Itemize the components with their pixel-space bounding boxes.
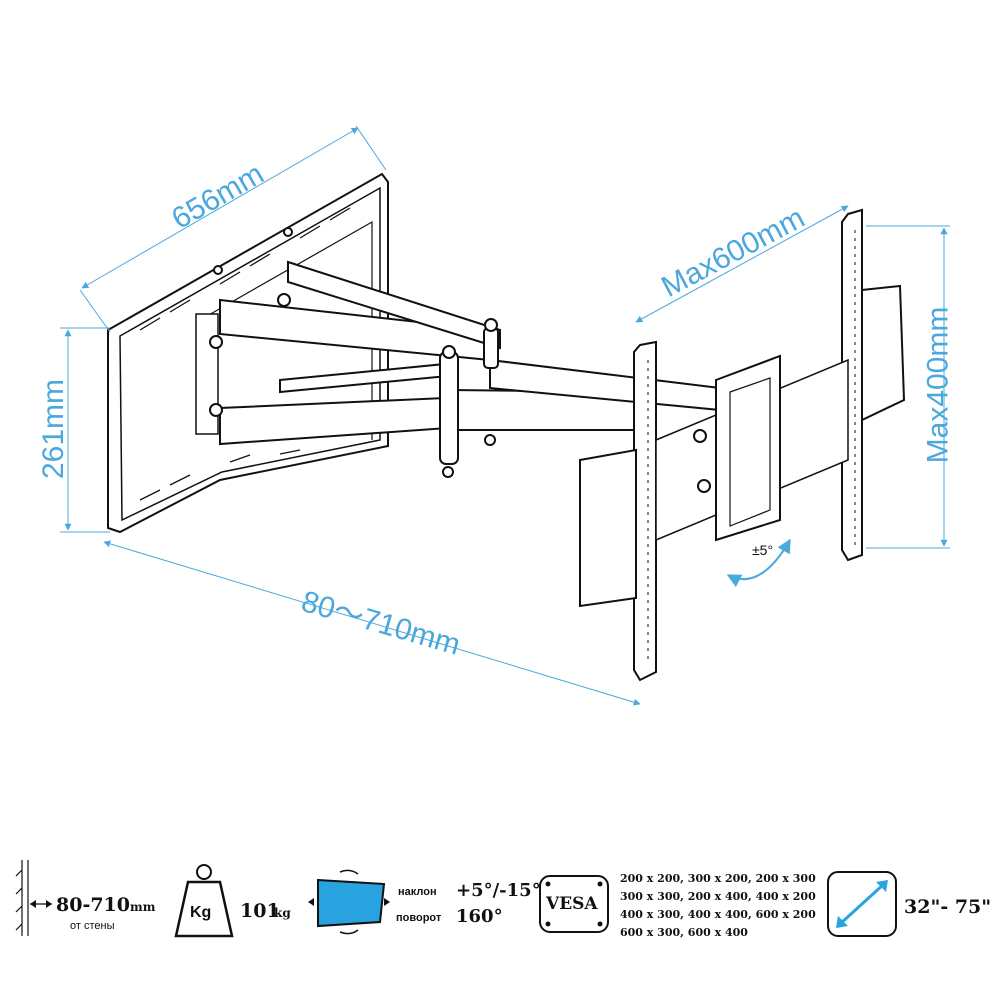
weight-value: 101 [240, 900, 280, 922]
mount-technical-drawing [60, 125, 950, 706]
distance-unit: mm [130, 900, 156, 914]
dimension-lines [60, 125, 950, 706]
tilt-label: наклон [398, 886, 437, 898]
screen-size-icon [827, 871, 897, 937]
weight-unit: kg [274, 906, 291, 920]
weight-icon [174, 864, 234, 938]
tilt-swivel-icon [308, 869, 390, 935]
swivel-value: 160° [456, 906, 503, 927]
vesa-size-line-3: 400 x 300, 400 x 400, 600 x 200 [620, 908, 816, 921]
articulating-arms [209, 260, 721, 478]
vesa-size-line-2: 300 x 300, 200 x 400, 400 x 200 [620, 890, 816, 903]
vesa-label: VESA [546, 894, 598, 914]
swivel-label: поворот [396, 912, 442, 924]
dim-plate-height: 261mm [37, 378, 71, 480]
vesa-size-line-1: 200 x 200, 300 x 200, 200 x 300 [620, 872, 816, 885]
spec-bar: 80-710 mm от стены Kg 101 kg наклон +5°/… [0, 840, 1000, 950]
tv-bracket [579, 208, 906, 682]
dim-rotate-angle: ±5° [752, 542, 774, 558]
distance-value: 80-710 [56, 894, 130, 916]
wall-plate [107, 172, 389, 534]
vesa-icon [539, 875, 609, 933]
dim-max-height: Max400mm [921, 306, 955, 464]
distance-caption: от стены [70, 920, 115, 932]
wall-distance-icon [15, 860, 52, 936]
screen-size-value: 32"- 75" [904, 896, 992, 918]
tilt-value: +5°/-15° [456, 880, 541, 901]
weight-icon-label: Kg [190, 904, 212, 921]
vesa-size-line-4: 600 x 300, 600 x 400 [620, 926, 748, 939]
rotation-arrow [726, 538, 791, 588]
